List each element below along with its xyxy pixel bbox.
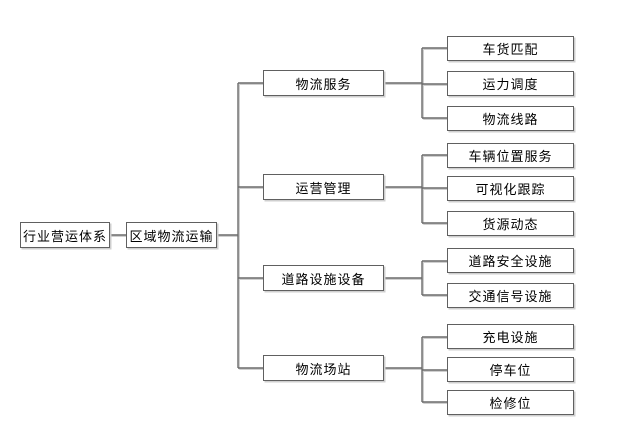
node-vehicle-cargo-matching: 车货匹配: [447, 36, 574, 61]
node-traffic-signal-facilities: 交通信号设施: [447, 283, 574, 308]
node-capacity-dispatch: 运力调度: [447, 71, 574, 96]
node-industry-operation-system: 行业营运体系: [20, 222, 110, 248]
node-parking-space: 停车位: [447, 357, 574, 382]
node-cargo-source-status: 货源动态: [447, 211, 574, 236]
node-logistics-route: 物流线路: [447, 106, 574, 131]
node-logistics-service: 物流服务: [263, 70, 384, 96]
node-operation-management: 运营管理: [263, 174, 384, 200]
node-charging-facilities: 充电设施: [447, 324, 574, 349]
node-maintenance-bay: 检修位: [447, 390, 574, 415]
node-visual-tracking: 可视化跟踪: [447, 176, 574, 201]
node-road-safety-facilities: 道路安全设施: [447, 248, 574, 273]
node-logistics-station: 物流场站: [263, 355, 384, 381]
node-road-facilities-equipment: 道路设施设备: [263, 265, 384, 291]
node-vehicle-location-service: 车辆位置服务: [447, 143, 574, 168]
node-regional-logistics-transport: 区域物流运输: [126, 222, 217, 248]
